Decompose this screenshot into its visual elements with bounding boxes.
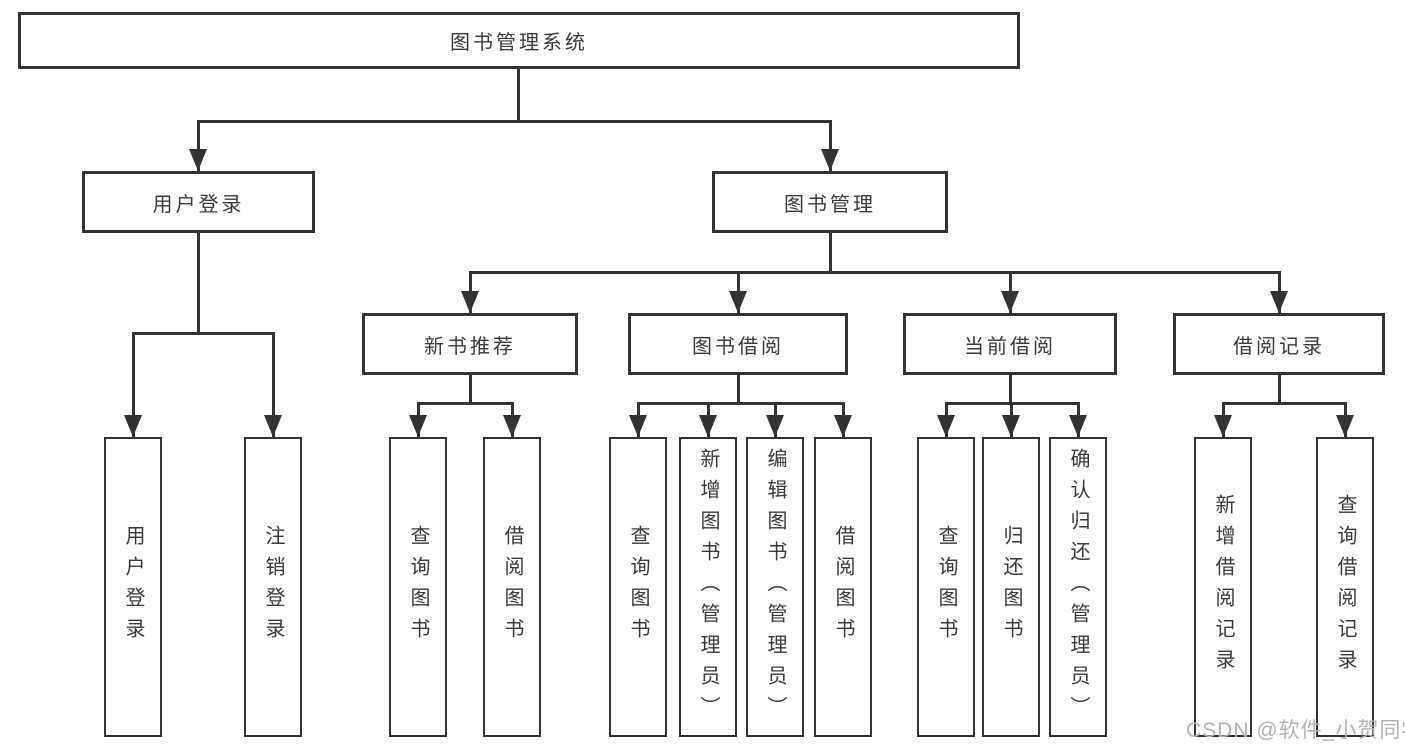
arrow-down-icon: [699, 415, 717, 437]
arrow-down-icon: [937, 415, 955, 437]
node-leaf-confirm-return-label: 确认归还（管理员）: [1067, 447, 1089, 727]
arrow-down-icon: [729, 291, 747, 313]
connector-book-borrow-rail: [637, 402, 845, 405]
arrow-down-icon: [409, 415, 427, 437]
connector-book-borrow-stem: [737, 374, 740, 405]
node-leaf-logout-label: 注销登录: [262, 525, 284, 649]
node-leaf-confirm-return: 确认归还（管理员）: [1049, 437, 1107, 737]
node-new-book-recommend-label: 新书推荐: [424, 335, 516, 358]
arrow-down-icon: [629, 415, 647, 437]
node-system-label: 图书管理系统: [450, 32, 588, 54]
node-leaf-query-record-label: 查询借阅记录: [1334, 494, 1356, 680]
arrow-down-icon: [1214, 415, 1232, 437]
node-leaf-add-record-label: 新增借阅记录: [1212, 494, 1234, 680]
node-leaf-query-book-a: 查询图书: [389, 437, 447, 737]
node-leaf-logout: 注销登录: [244, 437, 302, 737]
node-leaf-user-login: 用户登录: [104, 437, 162, 737]
connector-drop-leaf-logout: [272, 332, 275, 437]
connector-current-borrow-stem: [1009, 374, 1012, 405]
connector-drop-user-login: [197, 120, 200, 171]
node-leaf-add-record: 新增借阅记录: [1194, 437, 1252, 737]
node-leaf-query-book-a-label: 查询图书: [407, 525, 429, 649]
node-leaf-edit-book-label: 编辑图书（管理员）: [764, 447, 786, 727]
node-user-login: 用户登录: [82, 171, 315, 233]
connector-user-login-stem: [197, 231, 200, 335]
node-system: 图书管理系统: [18, 12, 1020, 69]
node-leaf-add-book: 新增图书（管理员）: [679, 437, 737, 737]
arrow-down-icon: [1270, 291, 1288, 313]
connector-drop-leaf-user-login: [132, 332, 135, 437]
connector-new-book-rail: [417, 402, 514, 405]
connector-root-rail: [197, 120, 831, 123]
node-borrow-record-label: 借阅记录: [1233, 335, 1325, 358]
arrow-down-icon: [834, 415, 852, 437]
connector-book-management-rail: [469, 271, 1281, 274]
connector-drop-book-management: [829, 120, 832, 171]
arrow-down-icon: [821, 149, 839, 171]
node-leaf-return-book: 归还图书: [982, 437, 1040, 737]
arrow-down-icon: [264, 415, 282, 437]
connector-book-management-stem: [829, 231, 832, 274]
node-leaf-borrow-book-b-label: 借阅图书: [832, 525, 854, 649]
node-book-borrow: 图书借阅: [628, 313, 848, 375]
arrow-down-icon: [189, 149, 207, 171]
arrow-down-icon: [1336, 415, 1354, 437]
node-leaf-query-book-c: 查询图书: [917, 437, 975, 737]
connector-root-stem: [517, 69, 520, 122]
node-leaf-edit-book: 编辑图书（管理员）: [746, 437, 804, 737]
node-leaf-borrow-book-a: 借阅图书: [483, 437, 541, 737]
node-book-management: 图书管理: [712, 171, 948, 233]
arrow-down-icon: [461, 291, 479, 313]
node-leaf-query-book-b-label: 查询图书: [627, 525, 649, 649]
arrow-down-icon: [1069, 415, 1087, 437]
arrow-down-icon: [503, 415, 521, 437]
node-book-management-label: 图书管理: [784, 193, 876, 216]
node-leaf-query-record: 查询借阅记录: [1316, 437, 1374, 737]
node-leaf-query-book-b: 查询图书: [609, 437, 667, 737]
node-book-borrow-label: 图书借阅: [692, 335, 784, 358]
node-current-borrow-label: 当前借阅: [964, 335, 1056, 358]
node-user-login-label: 用户登录: [152, 193, 245, 216]
node-leaf-borrow-book-a-label: 借阅图书: [501, 525, 523, 649]
arrow-down-icon: [1002, 415, 1020, 437]
arrow-down-icon: [1001, 291, 1019, 313]
node-leaf-add-book-label: 新增图书（管理员）: [697, 447, 719, 727]
node-borrow-record: 借阅记录: [1173, 313, 1385, 375]
node-leaf-return-book-label: 归还图书: [1000, 525, 1022, 649]
connector-new-book-stem: [469, 374, 472, 405]
connector-borrow-record-rail: [1222, 402, 1347, 405]
arrow-down-icon: [766, 415, 784, 437]
node-leaf-query-book-c-label: 查询图书: [935, 525, 957, 649]
node-new-book-recommend: 新书推荐: [362, 313, 578, 375]
connector-borrow-record-stem: [1278, 374, 1281, 405]
arrow-down-icon: [124, 415, 142, 437]
node-current-borrow: 当前借阅: [903, 313, 1117, 375]
node-leaf-user-login-label: 用户登录: [122, 525, 144, 649]
connector-user-login-rail: [132, 332, 275, 335]
node-leaf-borrow-book-b: 借阅图书: [814, 437, 872, 737]
